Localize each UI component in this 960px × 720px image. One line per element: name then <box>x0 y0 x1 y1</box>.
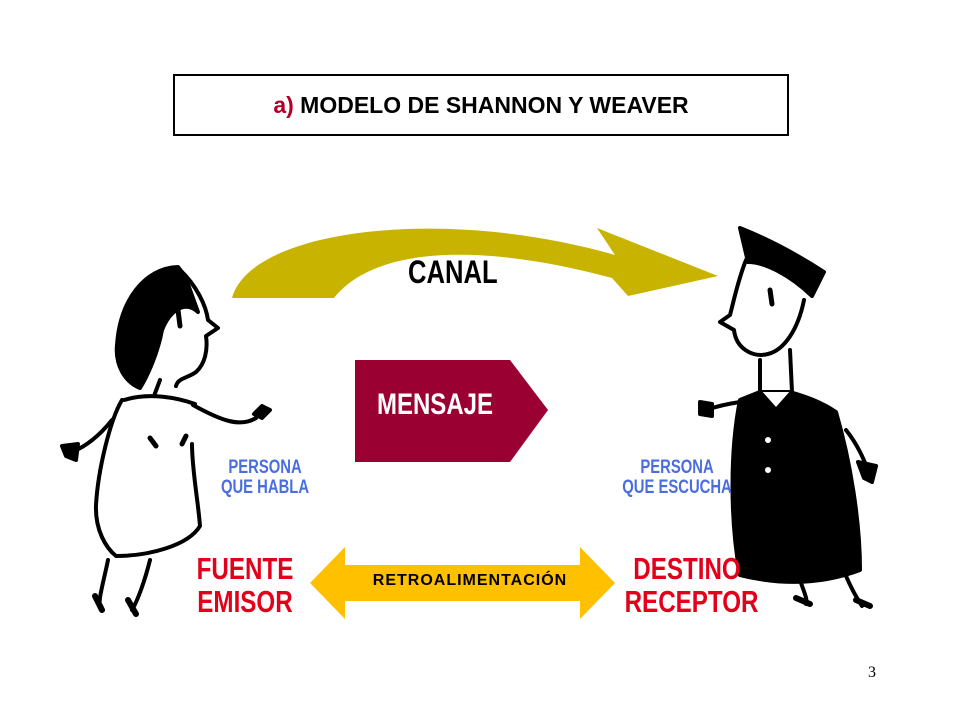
receiver-role-line1: PERSONA <box>640 457 714 478</box>
receiver-role: PERSONA QUE ESCUCHA <box>611 458 744 498</box>
title-letter: a) <box>273 91 294 118</box>
sender-name: FUENTE EMISOR <box>194 551 295 619</box>
man-right-hand <box>856 460 878 484</box>
woman-buttons <box>147 433 189 449</box>
woman-eye <box>175 307 183 329</box>
man-left-hand <box>698 400 714 418</box>
woman-right-arm <box>191 403 258 425</box>
man-figure <box>698 226 878 609</box>
woman-figure <box>60 265 272 617</box>
man-buttons <box>765 437 771 473</box>
woman-hair <box>114 265 200 390</box>
receiver-role-line2: QUE ESCUCHA <box>622 476 732 498</box>
page-number: 3 <box>868 664 876 681</box>
receiver-name-line1: DESTINO <box>633 551 741 586</box>
man-face <box>718 258 806 357</box>
woman-legs <box>97 558 152 612</box>
man-foot-right <box>853 597 873 609</box>
sender-role-line1: PERSONA <box>228 457 302 478</box>
woman-neck <box>152 378 162 398</box>
man-jacket <box>730 390 862 584</box>
sender-role-line2: QUE HABLA <box>220 476 310 498</box>
title-box: a) MODELO DE SHANNON Y WEAVER <box>173 74 789 136</box>
sender-role: PERSONA QUE HABLA <box>214 458 315 498</box>
channel-arrow <box>232 228 718 298</box>
woman-collar <box>122 394 197 406</box>
woman-foot-right <box>125 597 139 617</box>
channel-label: CANAL <box>408 254 498 290</box>
receiver-name-line2: RECEPTOR <box>624 583 759 619</box>
man-neck <box>758 348 794 394</box>
man-eye <box>767 287 775 307</box>
feedback-label: RETROALIMENTACIÓN <box>372 572 568 589</box>
sender-name-line1: FUENTE <box>196 551 294 586</box>
man-foot-left <box>793 595 813 607</box>
message-box <box>355 360 548 462</box>
message-label: MENSAJE <box>376 388 494 421</box>
man-shirt <box>758 390 794 412</box>
sender-name-line2: EMISOR <box>197 583 293 619</box>
woman-face <box>174 268 220 388</box>
woman-right-hand <box>252 404 272 420</box>
feedback-arrow <box>310 547 615 619</box>
man-hair <box>738 226 826 298</box>
woman-left-hand <box>60 442 80 462</box>
woman-foot-left <box>92 593 105 613</box>
woman-torso <box>93 398 202 558</box>
title-text: MODELO DE SHANNON Y WEAVER <box>300 91 689 118</box>
receiver-name: DESTINO RECEPTOR <box>624 551 759 619</box>
